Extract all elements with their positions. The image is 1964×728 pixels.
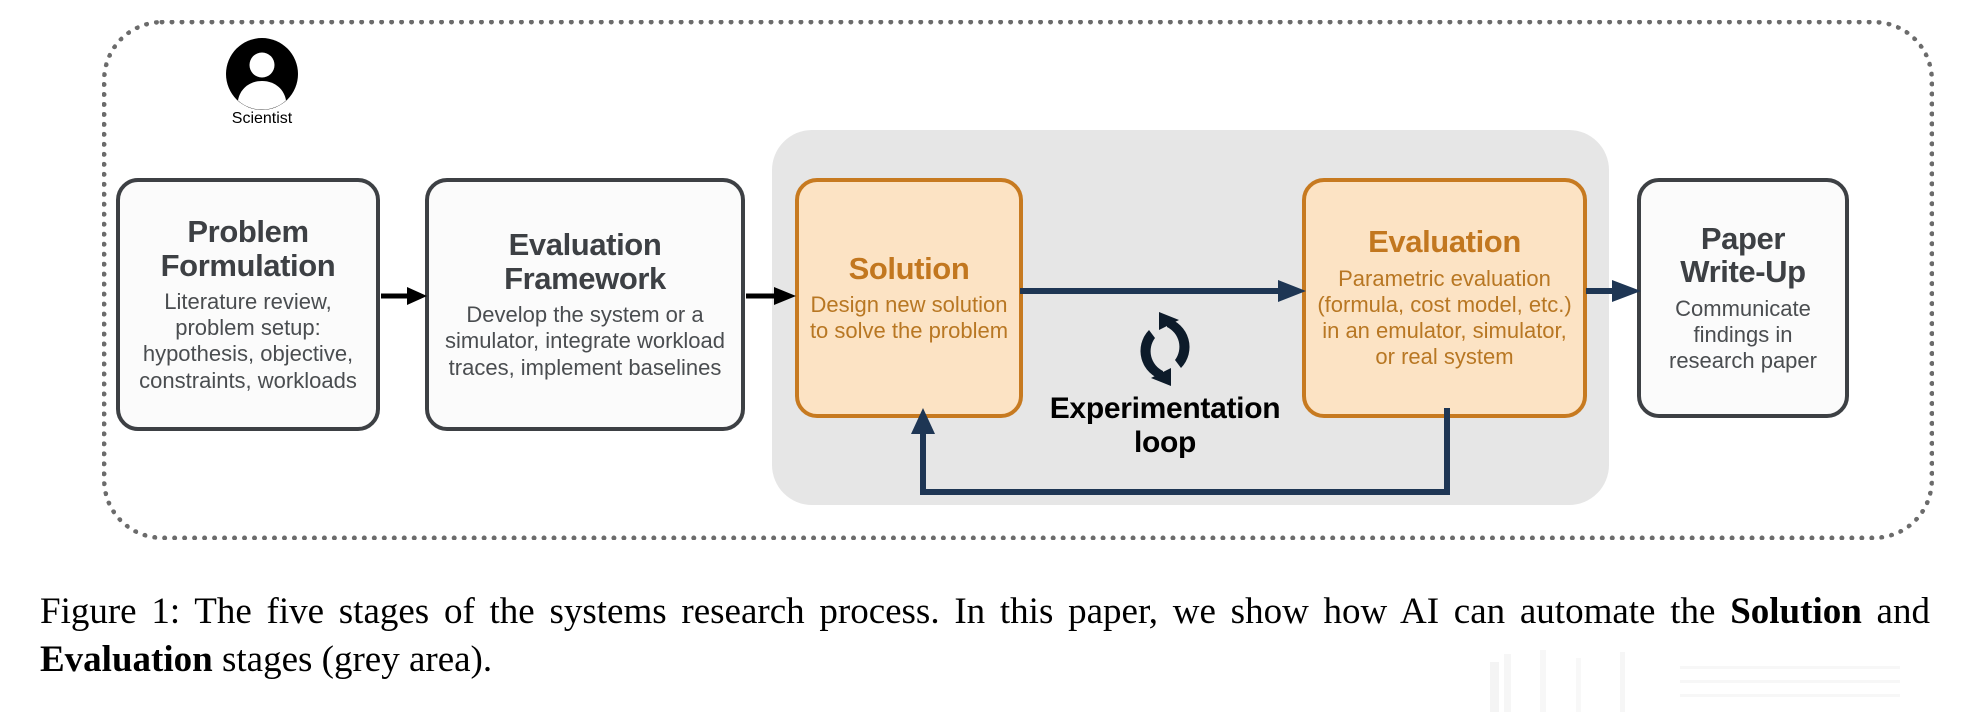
loop-label-line2: loop — [1133, 425, 1197, 459]
stage-title-line1: Evaluation — [508, 227, 662, 263]
caption-text-2: and — [1861, 591, 1930, 632]
caption-bold-solution: Solution — [1730, 591, 1862, 632]
stage-description: Develop the system or a simulator, integ… — [444, 302, 726, 380]
stage-title-line1: Problem — [187, 214, 309, 250]
stage-description: Design new solution to solve the problem — [809, 292, 1009, 344]
arrow-evaluation-feedback-to-solution — [911, 408, 1450, 495]
experimentation-loop-marker: Experimentation loop — [1035, 310, 1295, 459]
caption-bold-evaluation: Evaluation — [40, 639, 213, 681]
stage-title: Evaluation Framework — [504, 228, 666, 295]
stage-title-line1: Paper — [1700, 220, 1786, 256]
stage-box-paper-write-up[interactable]: Paper Write-Up Communicate findings in r… — [1637, 178, 1849, 418]
stage-box-evaluation-framework[interactable]: Evaluation Framework Develop the system … — [425, 178, 745, 431]
stage-description: Parametric evaluation (formula, cost mod… — [1317, 265, 1572, 370]
loop-label-line1: Experimentation — [1049, 392, 1281, 425]
arrow-evaluation-to-paper — [1586, 280, 1641, 302]
stage-title: Solution — [848, 250, 970, 286]
stage-title: Evaluation — [1368, 224, 1521, 260]
caption-text-1: The five stages of the systems research … — [180, 591, 1731, 632]
arrow-framework-to-solution — [746, 287, 796, 305]
stage-title-line2: Formulation — [160, 247, 336, 283]
stage-title: Problem Formulation — [161, 215, 336, 282]
stage-box-problem-formulation[interactable]: Problem Formulation Literature review, p… — [116, 178, 380, 431]
scientist-actor: Scientist — [182, 38, 342, 128]
caption-text-3: stages (grey area). — [212, 639, 493, 681]
stage-box-evaluation[interactable]: Evaluation Parametric evaluation (formul… — [1302, 178, 1587, 418]
stage-description: Literature review, problem setup: hypoth… — [139, 289, 357, 393]
cycle-arrows-icon — [1140, 312, 1190, 386]
scientist-label: Scientist — [231, 110, 293, 127]
arrow-problem-to-framework — [381, 287, 427, 305]
stage-box-solution[interactable]: Solution Design new solution to solve th… — [795, 178, 1023, 418]
stage-description: Communicate findings in research paper — [1669, 295, 1817, 374]
stage-title-line2: Framework — [504, 260, 666, 296]
stage-title-line2: Write-Up — [1680, 254, 1806, 290]
stage-title: Paper Write-Up — [1680, 220, 1806, 290]
experimentation-loop-label: Experimentation loop — [1035, 392, 1295, 459]
caption-prefix: Figure 1: — [40, 591, 181, 632]
person-avatar-icon — [226, 38, 298, 110]
figure-dotted-frame — [102, 20, 1934, 540]
arrow-solution-to-evaluation — [1020, 280, 1306, 302]
figure-caption: Figure 1: The five stages of the systems… — [40, 588, 1930, 684]
